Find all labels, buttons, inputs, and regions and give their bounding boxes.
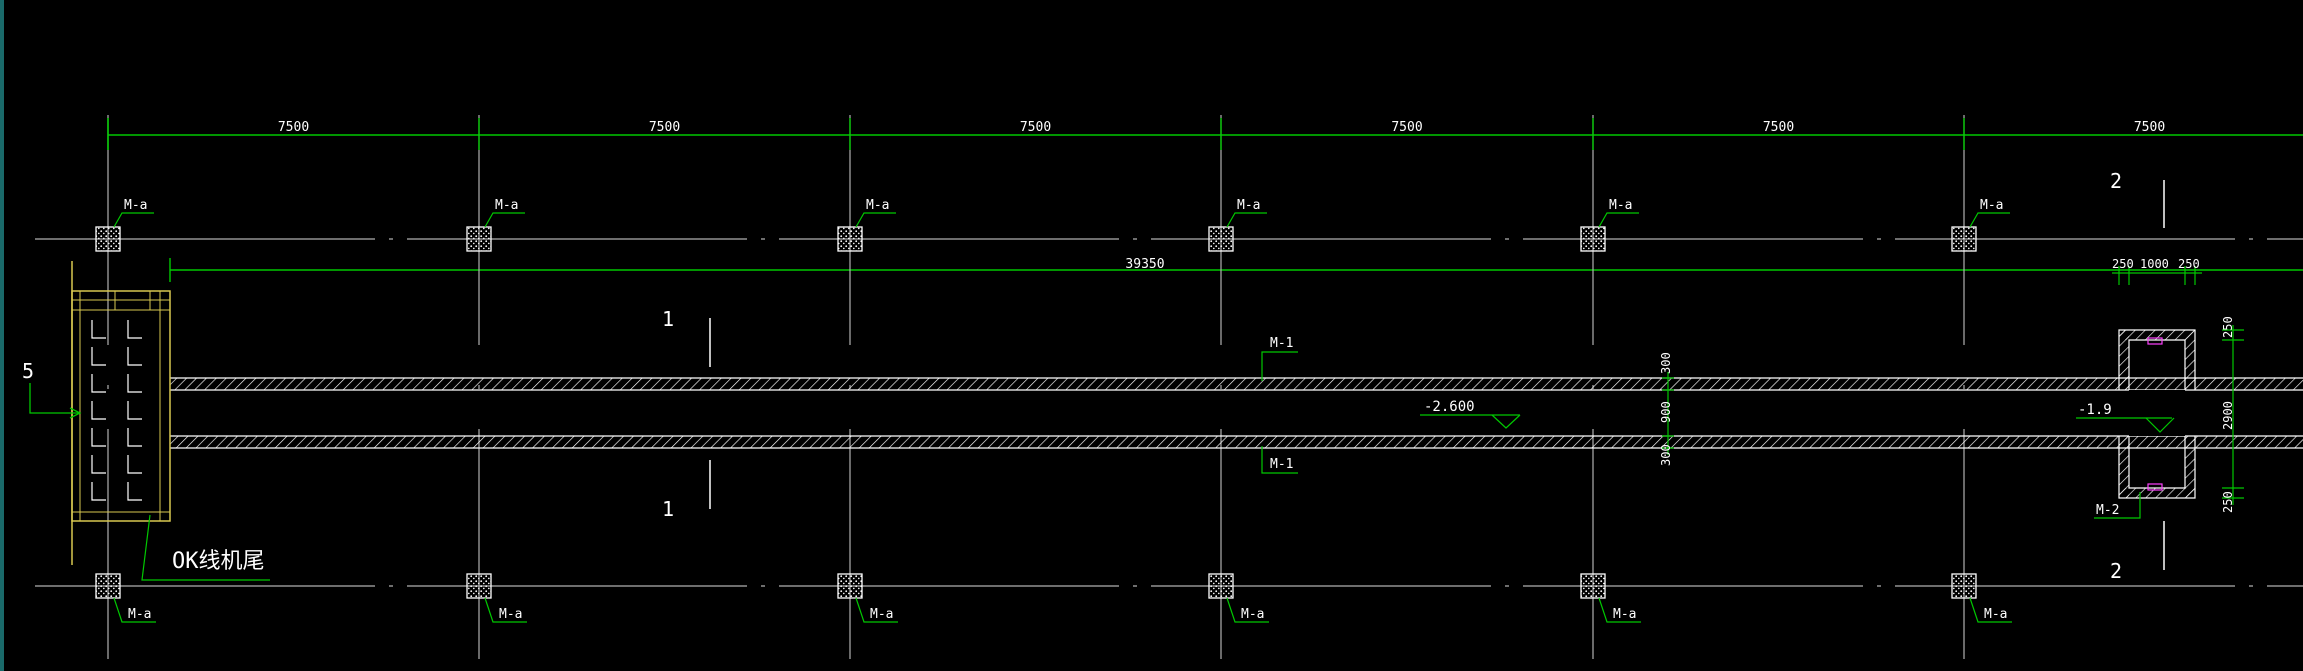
- column: M-a: [466, 573, 527, 623]
- total-dimension: 39350: [1125, 257, 1164, 272]
- pit-elevation-symbol: [2076, 417, 2175, 433]
- trench-dim-900: 900: [1659, 401, 1673, 423]
- section-mark-1-top: 1: [662, 307, 674, 331]
- column: M-a: [1208, 198, 1267, 252]
- bay-dimension: 7500: [1020, 120, 1051, 135]
- section-mark-2-top: 2: [2110, 169, 2122, 193]
- trench-label-top-leader: [1261, 351, 1298, 381]
- equipment-label: OK线机尾: [172, 549, 265, 574]
- column: M-a: [1580, 198, 1639, 252]
- viewport-edge: [0, 0, 4, 671]
- bay-dimension: 7500: [1391, 120, 1422, 135]
- column: M-a: [837, 573, 898, 623]
- column-tag: M-a: [1980, 198, 2003, 213]
- pit-top-dimension: [2112, 266, 2202, 285]
- bay-dimension: 7500: [649, 120, 680, 135]
- column-tag: M-a: [1613, 607, 1636, 622]
- column-tag: M-a: [866, 198, 889, 213]
- column: M-a: [466, 198, 525, 252]
- column-tag: M-a: [1241, 607, 1264, 622]
- axis-grid: [35, 238, 2303, 587]
- section-mark-5: 5: [22, 359, 34, 383]
- bay-dimension: 7500: [1763, 120, 1794, 135]
- trench-label-top: M-1: [1270, 336, 1293, 351]
- pit-dim-side-250-bottom: 250: [2221, 491, 2235, 513]
- column: M-a: [95, 198, 154, 252]
- pit-label-leader: [2094, 492, 2141, 519]
- pit-walls: [2118, 329, 2196, 499]
- section-mark-5-symbol: [29, 383, 82, 419]
- section-mark-1-bottom: 1: [662, 497, 674, 521]
- overall-dimension-lines: [107, 118, 2303, 282]
- pit-side-dimension: [2222, 325, 2244, 505]
- trench-elevation-symbol: [1420, 414, 1521, 429]
- trench-dim-300-top: 300: [1659, 352, 1673, 374]
- trench-walls: [170, 377, 2303, 449]
- equipment-label-leader: [141, 514, 270, 581]
- column: M-a: [1951, 198, 2010, 252]
- column: M-a: [1951, 573, 2012, 623]
- trench-label-bottom: M-1: [1270, 457, 1293, 472]
- pit-dim-side-250-top: 250: [2221, 316, 2235, 338]
- column-tag: M-a: [495, 198, 518, 213]
- column-tag: M-a: [124, 198, 147, 213]
- column-tag: M-a: [870, 607, 893, 622]
- pit-dim-side-2900: 2900: [2221, 401, 2235, 430]
- column-tag: M-a: [499, 607, 522, 622]
- pit-elevation: -1.9: [2078, 402, 2112, 418]
- pit-dim-top-250-right: 250: [2178, 257, 2200, 271]
- trench-vertical-dimension: [1662, 372, 1674, 455]
- column-tag: M-a: [1609, 198, 1632, 213]
- column: M-a: [837, 198, 896, 252]
- bay-dimensions: 7500 7500 7500 7500 7500 7500: [278, 120, 2165, 135]
- trench-label-bottom-leader: [1261, 446, 1298, 474]
- column-tag: M-a: [1984, 607, 2007, 622]
- column-tag: M-a: [1237, 198, 1260, 213]
- pit-dim-top-1000: 1000: [2140, 257, 2169, 271]
- pit-dim-top-250-left: 250: [2112, 257, 2134, 271]
- trench-elevation: -2.600: [1424, 399, 1475, 415]
- trench-dim-300-bottom: 300: [1659, 444, 1673, 466]
- column-tag: M-a: [128, 607, 151, 622]
- column: M-a: [95, 573, 156, 623]
- section-mark-2-bottom: 2: [2110, 559, 2122, 583]
- equipment-block: [71, 261, 171, 565]
- column-grid: M-aM-aM-aM-aM-aM-aM-aM-aM-aM-aM-aM-a: [95, 115, 2012, 671]
- column: M-a: [1580, 573, 1641, 623]
- column: M-a: [1208, 573, 1269, 623]
- bay-dimension: 7500: [2134, 120, 2165, 135]
- bay-dimension: 7500: [278, 120, 309, 135]
- pit-label: M-2: [2096, 503, 2119, 518]
